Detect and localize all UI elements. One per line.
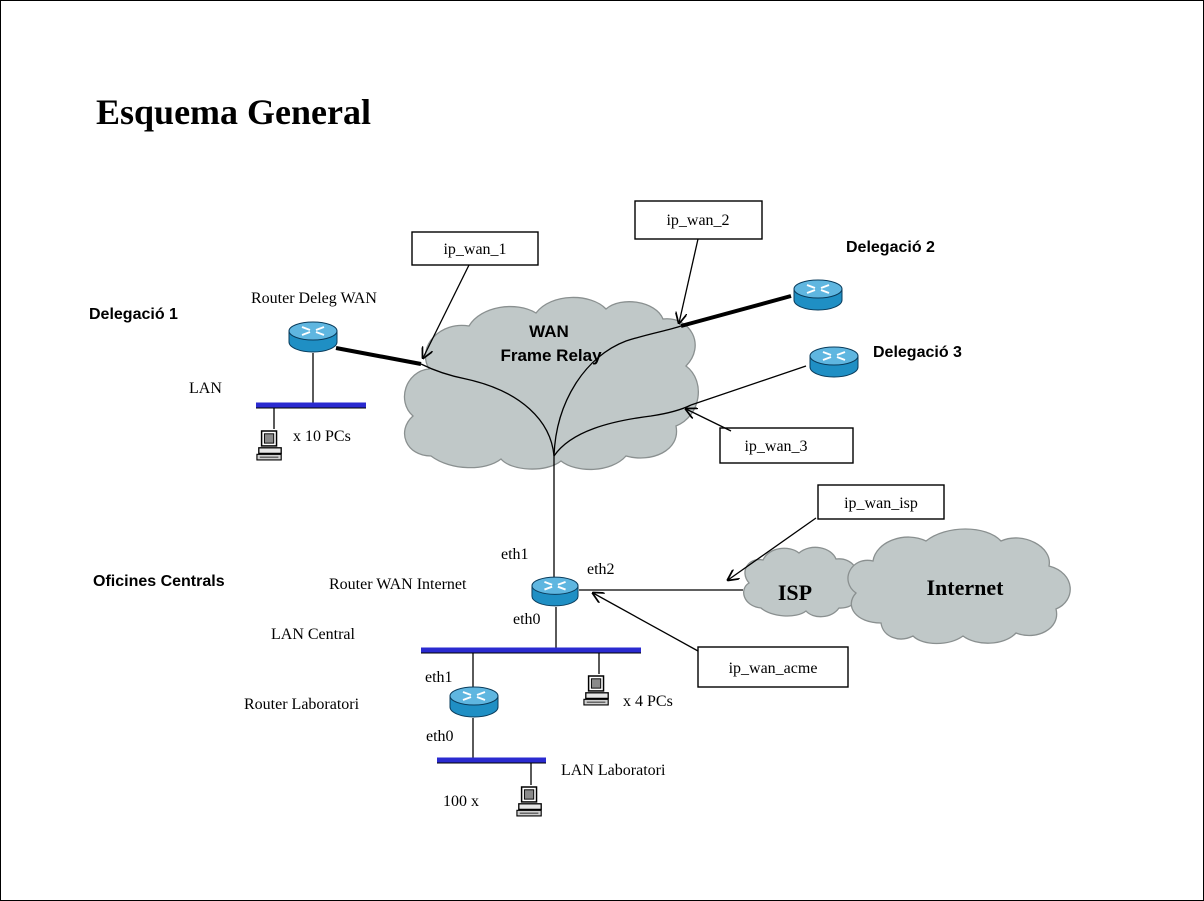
callout-ip-wan-isp: ip_wan_isp (817, 484, 945, 520)
page-title: Esquema General (96, 92, 371, 132)
router-label-wan-internet: Router WAN Internet (329, 576, 467, 593)
callout-ip-wan-1-arrow (423, 264, 470, 358)
interface-wan-eth1: eth1 (501, 546, 529, 563)
wan-cloud (403, 296, 699, 471)
pc-central-icon[interactable] (583, 675, 609, 706)
router-deleg2-icon[interactable] (793, 279, 843, 311)
deleg2-access-link (680, 294, 792, 328)
callout-ip-wan-2-text: ip_wan_2 (666, 212, 729, 229)
callout-ip-wan-2: ip_wan_2 (634, 200, 763, 240)
pcs-label-central: x 4 PCs (623, 693, 673, 710)
callout-ip-wan-3: ip_wan_3 (719, 427, 854, 464)
deleg1-access-link (335, 346, 422, 366)
pcs-label-laboratori: 100 x (443, 793, 479, 810)
callout-ip-wan-1: ip_wan_1 (411, 231, 539, 266)
site-label-central: Oficines Centrals (93, 573, 225, 590)
callout-ip-wan-acme-arrow (593, 593, 699, 652)
router-label-deleg-wan: Router Deleg WAN (251, 290, 377, 307)
site-label-deleg2: Delegació 2 (846, 239, 935, 256)
router-laboratori-icon[interactable] (449, 686, 499, 718)
internet-cloud (847, 528, 1071, 645)
site-label-deleg1: Delegació 1 (89, 306, 178, 323)
router-label-laboratori: Router Laboratori (244, 696, 360, 713)
lan-label-laboratori: LAN Laboratori (561, 762, 666, 779)
deleg3-access-link (690, 365, 807, 406)
callout-ip-wan-isp-arrow (728, 517, 817, 580)
interface-lab-eth1: eth1 (425, 669, 453, 686)
interface-wan-eth2: eth2 (587, 561, 615, 578)
callout-ip-wan-2-arrow (679, 238, 699, 323)
callout-ip-wan-acme: ip_wan_acme (697, 646, 849, 688)
callout-ip-wan-3-text: ip_wan_3 (744, 438, 807, 455)
router-deleg-wan-icon[interactable] (288, 321, 338, 353)
callout-ip-wan-3-arrow (686, 409, 732, 432)
wan-cloud-label-line1: WAN (529, 322, 569, 341)
router-wan-internet-icon[interactable] (531, 576, 579, 607)
lan-label-central: LAN Central (271, 626, 356, 643)
site-label-deleg3: Delegació 3 (873, 344, 962, 361)
router-deleg3-icon[interactable] (809, 346, 859, 378)
pc-laboratori-icon[interactable] (516, 786, 542, 817)
lan-label-deleg1: LAN (189, 380, 222, 397)
frame-relay-circuits (420, 325, 692, 457)
isp-cloud-label: ISP (778, 580, 812, 605)
callout-ip-wan-isp-text: ip_wan_isp (844, 495, 918, 512)
callout-ip-wan-acme-text: ip_wan_acme (729, 660, 818, 677)
isp-cloud (743, 546, 859, 618)
pcs-label-deleg1: x 10 PCs (293, 428, 351, 445)
wan-cloud-label-line2: Frame Relay (500, 346, 602, 365)
callout-ip-wan-1-text: ip_wan_1 (443, 241, 506, 258)
interface-wan-eth0: eth0 (513, 611, 541, 628)
interface-lab-eth0: eth0 (426, 728, 454, 745)
internet-cloud-label: Internet (927, 575, 1005, 600)
pc-deleg1-icon[interactable] (256, 430, 282, 461)
